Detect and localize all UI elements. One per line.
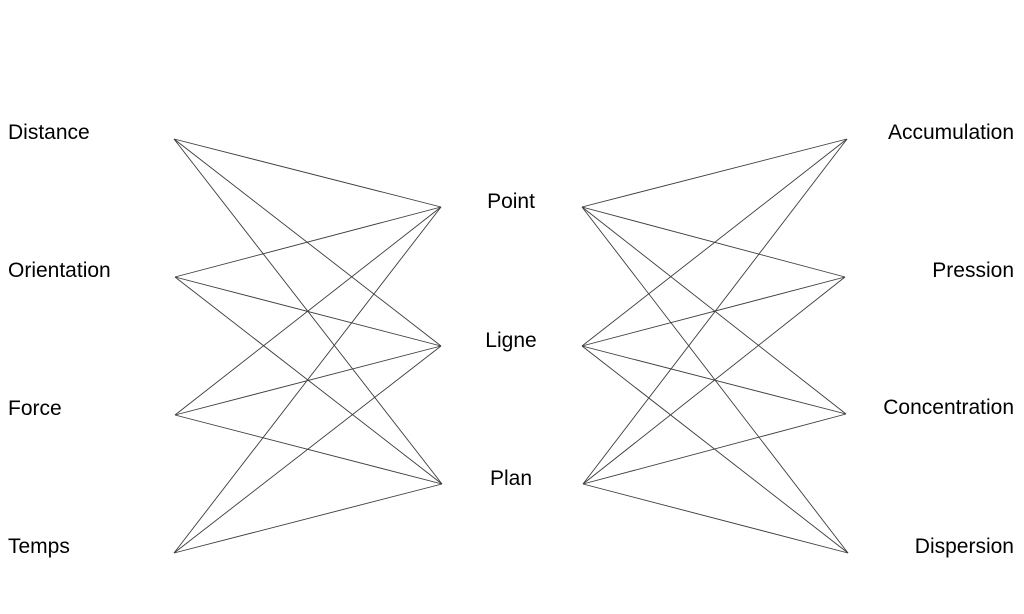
node-labels-layer: DistanceOrientationForceTempsPointLigneP… [8, 121, 1014, 558]
right-node-label-concentration: Concentration [883, 396, 1014, 419]
middle-node-label-ligne: Ligne [485, 329, 536, 352]
connection-line [582, 483, 849, 554]
connection-line [173, 138, 442, 208]
connection-line [582, 138, 848, 485]
connection-line [582, 276, 846, 485]
connection-line [174, 206, 442, 416]
left-node-label-temps: Temps [8, 535, 70, 558]
middle-node-label-point: Point [487, 190, 535, 213]
left-node-label-orientation: Orientation [8, 259, 111, 282]
middle-node-label-plan: Plan [490, 467, 532, 490]
connection-line [581, 206, 846, 278]
connection-line [581, 206, 847, 415]
connection-line [581, 345, 849, 554]
connection-line [582, 413, 847, 485]
connection-lines-layer [173, 138, 849, 554]
connection-line [174, 206, 442, 278]
right-node-label-pression: Pression [932, 259, 1014, 282]
connection-line [173, 206, 442, 554]
connection-line [174, 345, 442, 416]
connection-line [173, 483, 443, 554]
right-node-label-dispersion: Dispersion [915, 535, 1014, 558]
left-node-label-force: Force [8, 397, 62, 420]
connection-line [581, 138, 848, 347]
connection-line [581, 138, 848, 208]
connection-line [173, 345, 442, 554]
connection-line [174, 414, 443, 485]
left-node-label-distance: Distance [8, 121, 90, 144]
connection-line [581, 276, 846, 347]
right-node-label-accumulation: Accumulation [888, 121, 1014, 144]
